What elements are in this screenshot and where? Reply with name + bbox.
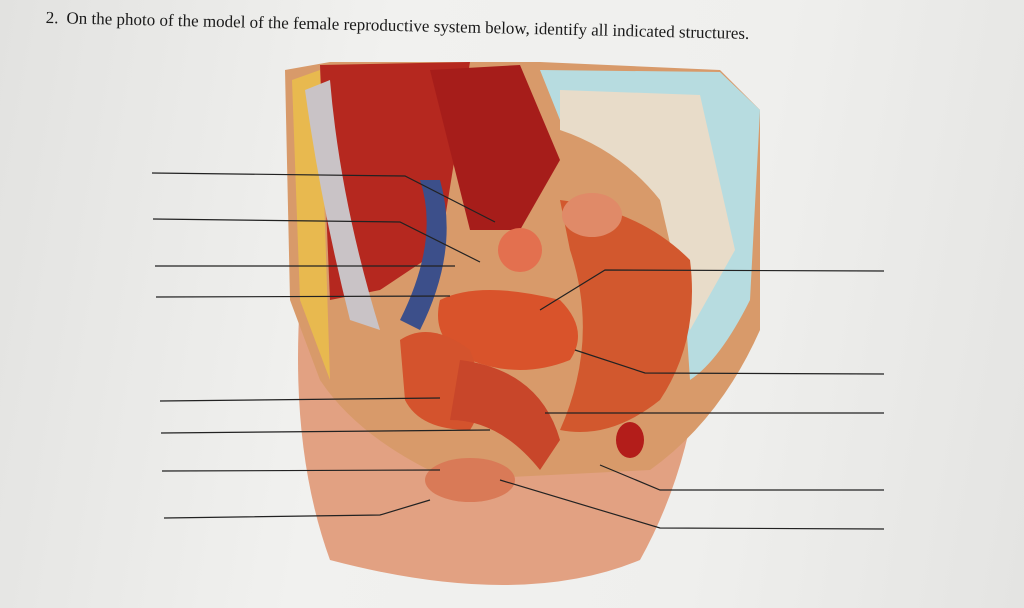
label-line-5 [159, 397, 441, 402]
label-line-10 [574, 349, 885, 375]
vessels [430, 65, 560, 230]
uterus [438, 290, 578, 370]
right-label-lines [499, 269, 885, 530]
label-line-13 [499, 479, 885, 530]
label-line-8 [163, 499, 431, 519]
label-line-7 [161, 469, 441, 472]
label-line-1 [151, 172, 496, 223]
label-line-9 [539, 269, 885, 311]
rectum-section [562, 193, 622, 237]
vein [400, 180, 447, 330]
anus [616, 422, 644, 458]
label-line-4 [155, 295, 451, 298]
label-line-2 [152, 218, 481, 263]
peritoneum [305, 80, 380, 330]
labia [425, 458, 515, 502]
left-label-lines [151, 172, 496, 519]
vagina [450, 360, 560, 470]
rectum [560, 200, 692, 432]
label-line-6 [160, 429, 491, 434]
ovary [498, 228, 542, 272]
label-line-12 [599, 464, 884, 491]
